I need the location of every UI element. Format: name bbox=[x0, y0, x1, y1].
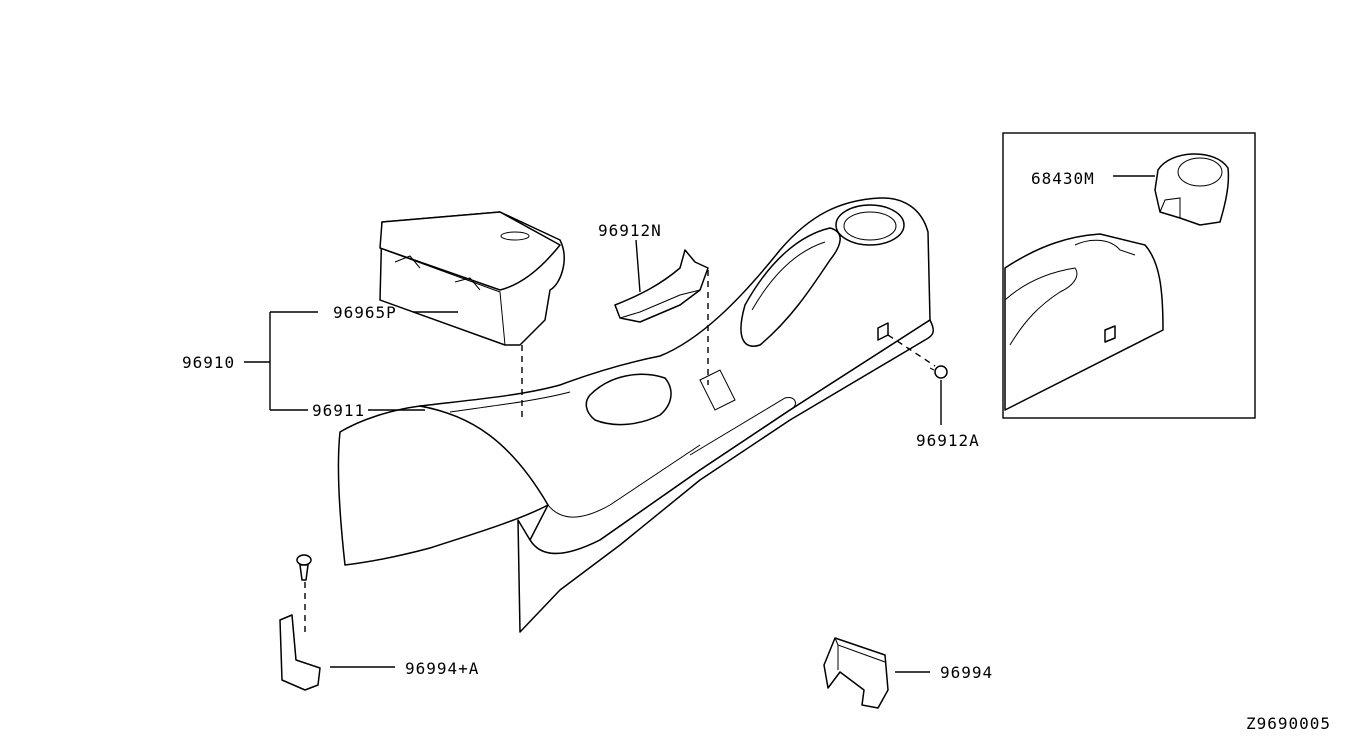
label-96912A: 96912A bbox=[916, 431, 980, 450]
clip bbox=[929, 365, 948, 379]
label-68430M: 68430M bbox=[1031, 169, 1095, 188]
leader-lines bbox=[244, 175, 1155, 673]
screw bbox=[296, 554, 312, 581]
drawing-code: Z9690005 bbox=[1246, 714, 1331, 733]
armrest-box bbox=[379, 211, 565, 346]
center-console-body bbox=[337, 197, 935, 633]
label-96965P: 96965P bbox=[333, 303, 397, 322]
label-96994: 96994 bbox=[940, 663, 993, 682]
finisher-bracket bbox=[614, 249, 709, 323]
label-96911: 96911 bbox=[312, 401, 365, 420]
label-96910: 96910 bbox=[182, 353, 235, 372]
inset-detail-box bbox=[1002, 132, 1256, 419]
label-96912N: 96912N bbox=[598, 221, 662, 240]
right-bracket bbox=[823, 637, 889, 709]
left-bracket bbox=[279, 614, 321, 691]
label-96994A: 96994+A bbox=[405, 659, 479, 678]
